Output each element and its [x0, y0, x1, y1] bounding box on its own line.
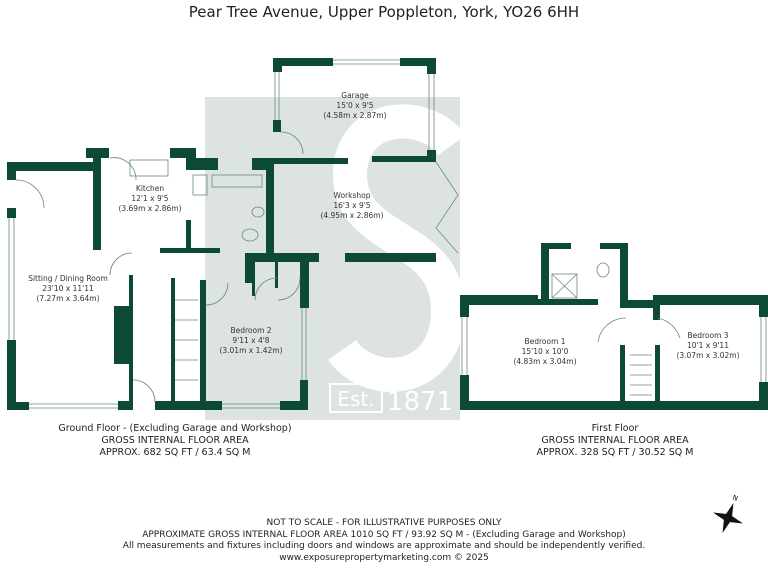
ground-floor-summary: Ground Floor - (Excluding Garage and Wor… — [30, 423, 320, 459]
svg-text:Bedroom 2: Bedroom 2 — [230, 326, 271, 335]
ground-floor-area-title: GROSS INTERNAL FLOOR AREA — [101, 435, 249, 446]
room-bedroom-3: Bedroom 310'1 x 9'11(3.07m x 3.02m) — [676, 331, 739, 360]
svg-text:(3.01m x 1.42m): (3.01m x 1.42m) — [219, 346, 282, 355]
footer-total-area: APPROXIMATE GROSS INTERNAL FLOOR AREA 10… — [142, 529, 626, 540]
windows-doors — [8, 59, 459, 409]
room-bedroom-2: Bedroom 29'11 x 4'8(3.01m x 1.42m) — [219, 326, 282, 355]
svg-text:(3.07m x 3.02m): (3.07m x 3.02m) — [676, 351, 739, 360]
svg-text:9'11 x 4'8: 9'11 x 4'8 — [232, 336, 269, 345]
svg-text:Bedroom 1: Bedroom 1 — [524, 337, 565, 346]
svg-text:12'1 x 9'5: 12'1 x 9'5 — [131, 194, 168, 203]
footer-website: www.exposurepropertymarketing.com © 2025 — [279, 552, 489, 563]
svg-text:Kitchen: Kitchen — [136, 184, 164, 193]
svg-text:Bedroom 3: Bedroom 3 — [687, 331, 728, 340]
watermark-year: 1871 — [387, 387, 453, 417]
ground-floor-walls — [7, 58, 436, 410]
svg-text:(4.58m x 2.87m): (4.58m x 2.87m) — [323, 111, 386, 120]
svg-text:Sitting / Dining Room: Sitting / Dining Room — [28, 274, 108, 283]
first-floor-area: APPROX. 328 SQ FT / 30.52 SQ M — [536, 447, 694, 458]
svg-text:23'10 x 11'11: 23'10 x 11'11 — [42, 284, 94, 293]
compass-icon: N — [712, 494, 744, 534]
svg-text:(4.95m x 2.86m): (4.95m x 2.86m) — [320, 211, 383, 220]
room-bedroom-1: Bedroom 115'10 x 10'0(4.83m x 3.04m) — [513, 337, 576, 366]
first-floor-summary: First Floor GROSS INTERNAL FLOOR AREA AP… — [500, 423, 730, 459]
footer-disclaimer: NOT TO SCALE - FOR ILLUSTRATIVE PURPOSES… — [266, 518, 502, 528]
watermark-letter-shape — [328, 104, 466, 392]
footer: NOT TO SCALE - FOR ILLUSTRATIVE PURPOSES… — [0, 518, 768, 564]
first-floor-fixtures — [461, 262, 767, 396]
svg-text:(4.83m x 3.04m): (4.83m x 3.04m) — [513, 357, 576, 366]
footer-note: All measurements and fixtures including … — [122, 541, 646, 551]
first-floor-walls — [460, 243, 768, 410]
ground-floor-area: APPROX. 682 SQ FT / 63.4 SQ M — [99, 447, 251, 458]
svg-text:Workshop: Workshop — [333, 191, 370, 200]
svg-text:15'0 x 9'5: 15'0 x 9'5 — [336, 101, 373, 110]
svg-text:10'1 x 9'11: 10'1 x 9'11 — [687, 341, 729, 350]
svg-text:(3.69m x 2.86m): (3.69m x 2.86m) — [118, 204, 181, 213]
svg-text:15'10 x 10'0: 15'10 x 10'0 — [522, 347, 569, 356]
compass-north-label: N — [731, 494, 739, 503]
first-floor-label: First Floor — [591, 423, 639, 434]
ground-floor-label: Ground Floor - (Excluding Garage and Wor… — [58, 423, 292, 434]
svg-text:Garage: Garage — [341, 91, 369, 100]
page-title: Pear Tree Avenue, Upper Poppleton, York,… — [188, 3, 580, 21]
svg-text:(7.27m x 3.64m): (7.27m x 3.64m) — [36, 294, 99, 303]
watermark-est: Est. — [337, 387, 374, 411]
svg-text:16'3 x 9'5: 16'3 x 9'5 — [333, 201, 370, 210]
first-floor-area-title: GROSS INTERNAL FLOOR AREA — [541, 435, 689, 446]
